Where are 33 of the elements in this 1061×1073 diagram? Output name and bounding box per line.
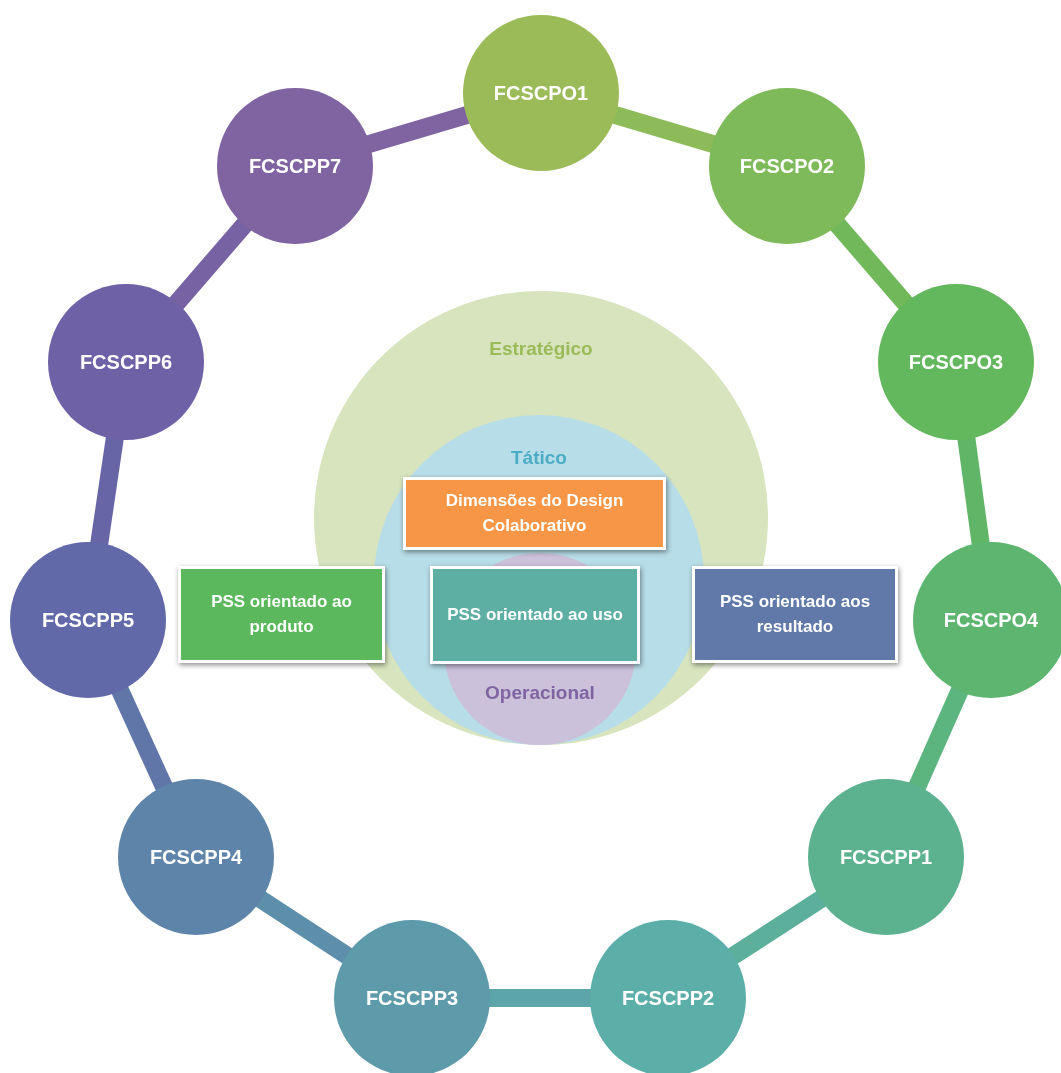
node-label: FCSCPP1 <box>839 845 933 869</box>
level-label: Operacional <box>484 682 596 704</box>
dimension-box <box>692 566 898 663</box>
node-label: FCSCPP3 <box>365 986 459 1010</box>
connector-bar <box>908 685 969 792</box>
node-label: FCSCPP6 <box>79 350 173 374</box>
node-label: PSS orientado ao uso <box>447 603 623 626</box>
dimension-box <box>430 566 640 664</box>
node-label: PSS orientado ao produto <box>210 590 353 638</box>
node-label: FCSCPP5 <box>41 608 135 632</box>
node-label: FCSCPP4 <box>149 845 243 869</box>
node-label: FCSCPP2 <box>621 986 715 1010</box>
node-label: FCSCPO1 <box>493 81 589 105</box>
dimension-box <box>178 566 385 663</box>
node-label: FCSCPO4 <box>943 608 1039 632</box>
connector-bar <box>90 435 124 547</box>
connector-bar <box>957 436 990 546</box>
connector-bar <box>365 106 471 153</box>
node-label: FCSCPO2 <box>739 154 835 178</box>
level-label: Estratégico <box>488 338 594 360</box>
dimension-box <box>403 477 666 550</box>
node-label: PSS orientado aos resultado <box>718 590 872 638</box>
connector-bar <box>829 217 914 311</box>
level-label: Tático <box>510 447 568 469</box>
node-label: FCSCPP7 <box>248 154 342 178</box>
connector-bar <box>488 989 592 1007</box>
node-label: FCSCPO3 <box>908 350 1004 374</box>
connector-bar <box>611 106 717 153</box>
node-label: Dimensões do Design Colaborativo <box>444 489 625 537</box>
connector-bar <box>726 890 828 965</box>
connector-bar <box>111 685 173 792</box>
connector-bar <box>168 217 253 311</box>
connector-bar <box>254 891 354 964</box>
